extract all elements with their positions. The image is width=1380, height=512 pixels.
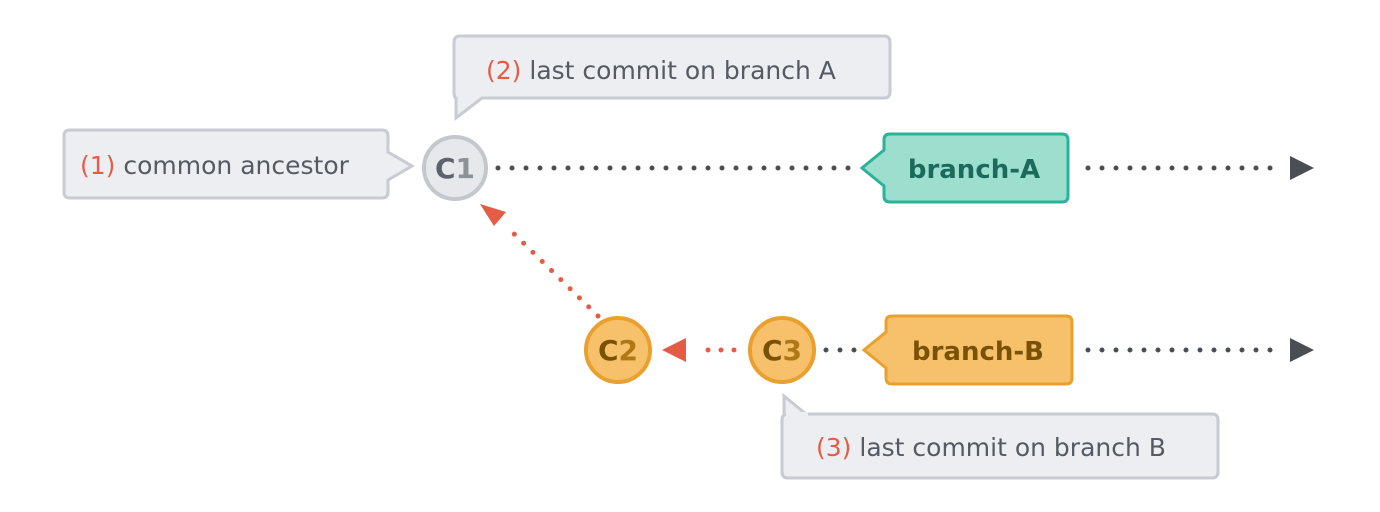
commit-c3-prefix: C	[762, 334, 783, 367]
note-last-commit-branch-a-label: (2) last commit on branch A	[486, 56, 836, 85]
branch-b-arrow-icon	[1290, 338, 1314, 362]
commit-c1-prefix: C	[435, 152, 456, 185]
commit-c2-number: 2	[619, 334, 638, 367]
svg-text:C1: C1	[435, 152, 475, 185]
branch-a-tag[interactable]: branch-A	[859, 132, 1070, 204]
branch-a-label: branch-A	[908, 155, 1040, 185]
c2-parent-arrow-icon	[662, 338, 686, 362]
branch-b-tag[interactable]: branch-B	[861, 314, 1074, 386]
commit-c3[interactable]: C3	[748, 316, 816, 384]
note-common-ancestor: (1) common ancestor	[62, 128, 415, 200]
svg-text:C3: C3	[762, 334, 802, 367]
branch-a-arrow-icon	[1290, 156, 1314, 180]
note-last-commit-branch-b: (3) last commit on branch B	[780, 392, 1220, 480]
note-last-commit-branch-a: (2) last commit on branch A	[452, 34, 892, 122]
note-last-commit-branch-b-label: (3) last commit on branch B	[816, 433, 1166, 462]
commit-c2[interactable]: C2	[584, 316, 652, 384]
commit-c1[interactable]: C1	[422, 135, 488, 201]
c2-to-c1-parent-line	[503, 223, 601, 319]
note-common-ancestor-label: (1) common ancestor	[80, 151, 350, 180]
c1-parent-arrow-icon	[480, 204, 506, 226]
branch-b-label: branch-B	[912, 337, 1044, 367]
svg-text:C2: C2	[598, 334, 638, 367]
commit-c2-prefix: C	[598, 334, 619, 367]
commit-c3-number: 3	[783, 334, 802, 367]
commit-c1-number: 1	[456, 152, 475, 185]
